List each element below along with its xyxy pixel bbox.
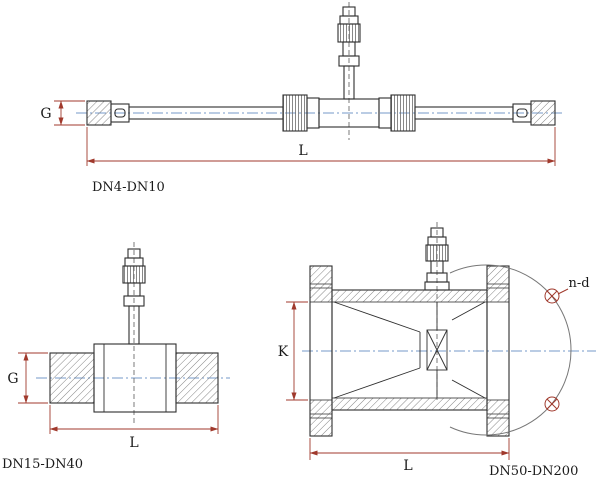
view-dn15-dn40: G L DN15-DN40 — [2, 242, 230, 472]
dimensions-dn15-dn40: G L — [7, 352, 219, 451]
bolt-hole-cross — [546, 290, 558, 302]
meter-body-outline — [49, 248, 219, 413]
left-threaded-fitting — [86, 100, 112, 126]
l-dimension-label: L — [129, 435, 138, 451]
meter-body-outline — [309, 227, 510, 437]
tube-body — [331, 289, 488, 411]
bolt-hole-icon — [544, 288, 560, 304]
caption-dn15-dn40: DN15-DN40 — [2, 457, 83, 472]
sensor-knurled-nut — [337, 23, 361, 43]
tube-wall-bottom — [331, 397, 488, 411]
tube-internals — [333, 301, 486, 399]
sensor-knurled-nut — [425, 244, 449, 262]
right-hex-nut — [390, 94, 416, 132]
sensor-knurled-nut — [122, 265, 146, 284]
cone-line — [333, 301, 421, 333]
sensor-stem — [343, 65, 355, 100]
g-dimension-label: G — [7, 371, 18, 387]
k-dimension-label: K — [278, 344, 289, 360]
right-connector-slot — [516, 108, 528, 118]
caption-dn4-dn10: DN4-DN10 — [92, 180, 165, 195]
bolt-hole-annotation: n-d — [544, 276, 590, 412]
dimensions-dn50-dn200: K L — [278, 301, 510, 474]
caption-dn50-dn200: DN50-DN200 — [489, 464, 578, 479]
cone-line — [333, 367, 421, 399]
tube-wall-top — [331, 289, 488, 303]
sensor-assembly — [424, 227, 450, 291]
left-hex-nut — [282, 94, 308, 132]
bolt-hole-icon — [544, 396, 560, 412]
l-dimension-label: L — [298, 143, 307, 159]
cone-line — [451, 379, 486, 399]
view-dn50-dn200: n-d K L DN50-DN200 — [278, 222, 596, 479]
l-dimension-label: L — [403, 458, 412, 474]
left-threaded-end — [49, 352, 95, 404]
view-dn4-dn10: G L DN4-DN10 — [40, 2, 562, 195]
n-d-leader-line — [557, 288, 569, 295]
bolt-holes-label: n-d — [568, 276, 589, 291]
right-threaded-end — [175, 352, 219, 404]
left-connector-slot — [114, 108, 126, 118]
sensor-boss — [424, 281, 450, 291]
bolt-circle-arc — [449, 264, 572, 436]
meter-body-outline — [86, 6, 556, 132]
turbine-cross — [426, 329, 448, 371]
sensor-assembly — [122, 248, 146, 345]
dimensions-dn4-dn10: G L — [40, 100, 556, 166]
sensor-assembly — [337, 6, 361, 100]
bolt-hole-cross — [546, 398, 558, 410]
cone-line — [451, 301, 486, 321]
sensor-stem — [128, 305, 140, 345]
right-threaded-fitting — [530, 100, 556, 126]
g-dimension-label: G — [40, 106, 51, 122]
